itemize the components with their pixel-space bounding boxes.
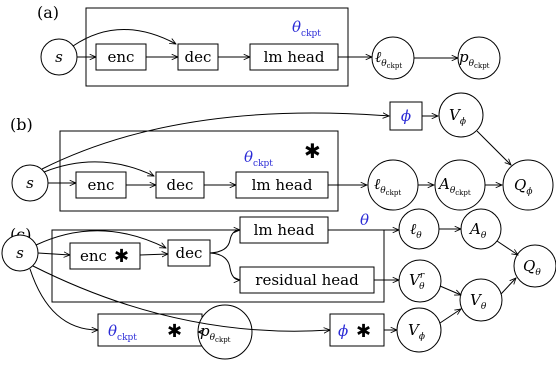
edge-c-vtheta-q bbox=[500, 278, 516, 295]
panel-c-phi-frozen-icon: ✱ bbox=[356, 321, 371, 342]
edge-c-dec-lm bbox=[209, 230, 240, 254]
panel-c-params-label: θ bbox=[360, 211, 369, 229]
panel-b-enc-box bbox=[75, 171, 127, 199]
edge-c-adv-q bbox=[496, 240, 518, 255]
edge-a-s-dec bbox=[72, 29, 176, 47]
panel-c-phi-box bbox=[329, 313, 385, 347]
panel-c-phi-label: ϕ bbox=[338, 322, 348, 340]
panel-b-frozen-icon: ✱ bbox=[304, 139, 321, 163]
panel-a-frame bbox=[85, 7, 349, 87]
edge-c-vr-vtheta bbox=[439, 285, 461, 295]
panel-c-residual-label: residual head bbox=[255, 271, 359, 289]
panel-c-vphi-node bbox=[396, 307, 442, 353]
panel-b-frame bbox=[59, 130, 339, 212]
panel-b: (b) θckpt ✱ s enc dec lm head ϕ Vϕ ℓθckp… bbox=[10, 92, 554, 212]
panel-c-vtheta-node bbox=[459, 278, 503, 322]
panel-c-adv-node bbox=[460, 208, 502, 250]
panel-a-enc-box bbox=[95, 43, 147, 71]
edge-c-enc-dec bbox=[139, 254, 168, 255]
panel-c-theta-ckpt-frozen-icon: ✱ bbox=[167, 321, 182, 342]
panel-c-vr-node bbox=[398, 259, 442, 303]
panel-b-phi-label: ϕ bbox=[401, 107, 411, 125]
edge-b-s-phi bbox=[41, 113, 389, 170]
panel-a: (a) θckpt s enc dec lm head ℓθckpt pθckp… bbox=[37, 3, 501, 87]
panel-a-input-label: s bbox=[55, 48, 63, 66]
panel-a-enc-label: enc bbox=[108, 48, 135, 66]
panel-c-enc-frozen-icon: ✱ bbox=[114, 246, 129, 267]
panel-b-params-label: θckpt bbox=[244, 148, 273, 169]
panel-b-lmhead-box bbox=[235, 171, 329, 199]
edge-c-s-dec bbox=[35, 230, 166, 248]
panel-c-frame bbox=[51, 229, 385, 303]
edge-b-vphi-q bbox=[476, 130, 511, 165]
panel-c-lmhead-label: lm head bbox=[254, 221, 315, 239]
panel-a-lmhead-label: lm head bbox=[264, 48, 325, 66]
panel-c-dec-label: dec bbox=[176, 244, 203, 262]
panel-c-q-node bbox=[513, 244, 556, 288]
panel-c-enc-label: enc bbox=[80, 247, 107, 265]
panel-b-input-label: s bbox=[26, 174, 34, 192]
panel-c-input-label: s bbox=[16, 244, 24, 262]
edge-c-s-thetackpt bbox=[29, 268, 98, 330]
panel-b-lmhead-label: lm head bbox=[252, 176, 313, 194]
panel-c-residual-box bbox=[239, 266, 375, 294]
panel-c-enc-box bbox=[69, 242, 141, 270]
panel-a-dec-box bbox=[177, 43, 219, 71]
panel-a-label: (a) bbox=[37, 3, 59, 22]
edge-b-s-dec bbox=[43, 161, 154, 177]
panel-c: (c) θ s enc ✱ dec lm head residual head … bbox=[1, 208, 556, 360]
edge-c-s-enc bbox=[37, 253, 70, 255]
edge-c-vphi-vtheta bbox=[439, 309, 461, 324]
panel-a-dec-label: dec bbox=[185, 48, 212, 66]
edge-c-s-phi bbox=[32, 265, 330, 331]
panel-b-dec-label: dec bbox=[167, 176, 194, 194]
panel-a-params-label: θckpt bbox=[292, 18, 321, 39]
panel-b-enc-label: enc bbox=[88, 176, 115, 194]
panel-b-vphi-node bbox=[438, 92, 484, 138]
panel-c-logits-node bbox=[398, 208, 440, 250]
edge-c-dec-residual bbox=[209, 252, 240, 280]
panel-b-label: (b) bbox=[10, 115, 33, 134]
panel-b-q-node bbox=[502, 159, 554, 211]
